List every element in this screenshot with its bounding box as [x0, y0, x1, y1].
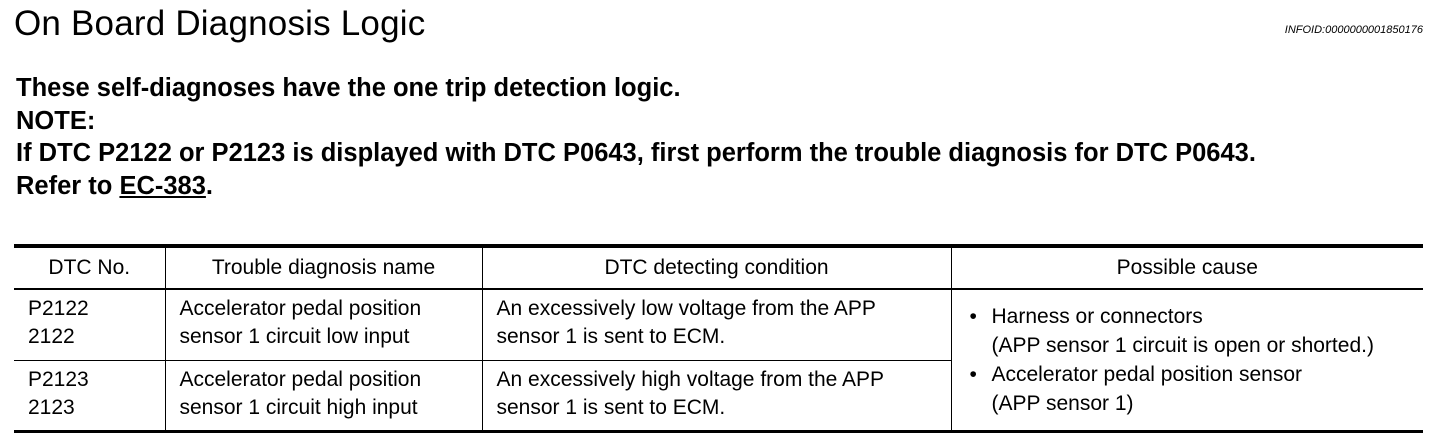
bullet-icon: •	[969, 304, 977, 328]
header-dtc-no: DTC No.	[48, 256, 131, 279]
cause-title: Accelerator pedal position sensor	[991, 362, 1303, 386]
bullet-icon: •	[969, 362, 977, 386]
possible-cause-cell: • Harness or connectors (APP sensor 1 ci…	[950, 289, 1423, 431]
diagnosis-name-line: sensor 1 circuit low input	[179, 325, 410, 348]
condition-line: sensor 1 is sent to ECM.	[496, 325, 726, 348]
page-title: On Board Diagnosis Logic	[14, 4, 426, 43]
cause-title: Harness or connectors	[991, 304, 1203, 328]
dtc-code-alt: 2122	[28, 325, 75, 348]
dtc-table: DTC No. Trouble diagnosis name DTC detec…	[14, 244, 1423, 433]
dtc-code-alt: 2123	[28, 395, 75, 419]
condition-line: sensor 1 is sent to ECM.	[496, 395, 726, 419]
dtc-code: P2122	[28, 297, 89, 320]
table-header-row: DTC No. Trouble diagnosis name DTC detec…	[14, 246, 1423, 289]
diagnosis-name-cell: Accelerator pedal position sensor 1 circ…	[164, 289, 482, 360]
refer-suffix: .	[205, 171, 213, 200]
diagnosis-name-line: Accelerator pedal position	[179, 367, 422, 391]
diagnosis-name-line: sensor 1 circuit high input	[179, 395, 418, 419]
header-trouble-diagnosis-name: Trouble diagnosis name	[164, 246, 482, 289]
header-possible-cause: Possible cause	[950, 246, 1423, 289]
condition-line: An excessively high voltage from the APP	[496, 367, 885, 391]
refer-prefix: Refer to	[16, 171, 120, 200]
table-row: P2123 2123 Accelerator pedal position se…	[14, 360, 1423, 431]
cause-detail: (APP sensor 1 circuit is open or shorted…	[991, 333, 1374, 357]
cause-item: • Harness or connectors (APP sensor 1 ci…	[970, 302, 1416, 360]
detecting-condition-cell: An excessively high voltage from the APP…	[481, 360, 951, 431]
diagnosis-name-cell: Accelerator pedal position sensor 1 circ…	[164, 360, 482, 431]
diagnosis-name-line: Accelerator pedal position	[179, 297, 422, 320]
dtc-no-cell: P2123 2123	[14, 360, 165, 431]
note-text: If DTC P2122 or P2123 is displayed with …	[16, 139, 1256, 167]
detecting-condition-cell: An excessively low voltage from the APP …	[481, 289, 951, 360]
table-row: P2122 2122 Accelerator pedal position se…	[14, 289, 1423, 431]
cause-detail: (APP sensor 1)	[991, 391, 1134, 415]
notes-block: These self-diagnoses have the one trip d…	[16, 72, 1256, 202]
cause-item: • Accelerator pedal position sensor (APP…	[970, 360, 1416, 418]
info-id: INFOID:0000000001850176	[1284, 24, 1423, 36]
dtc-no-cell: P2122 2122	[14, 289, 165, 360]
header-dtc-detecting-condition: DTC detecting condition	[481, 246, 951, 289]
dtc-code: P2123	[28, 367, 89, 391]
one-trip-note: These self-diagnoses have the one trip d…	[16, 74, 681, 102]
note-heading: NOTE:	[16, 106, 96, 135]
possible-cause-list: • Harness or connectors (APP sensor 1 ci…	[970, 302, 1416, 418]
refer-line: Refer to EC-383.	[16, 170, 1256, 203]
condition-line: An excessively low voltage from the APP	[496, 297, 876, 320]
ec-383-link[interactable]: EC-383	[119, 171, 206, 200]
